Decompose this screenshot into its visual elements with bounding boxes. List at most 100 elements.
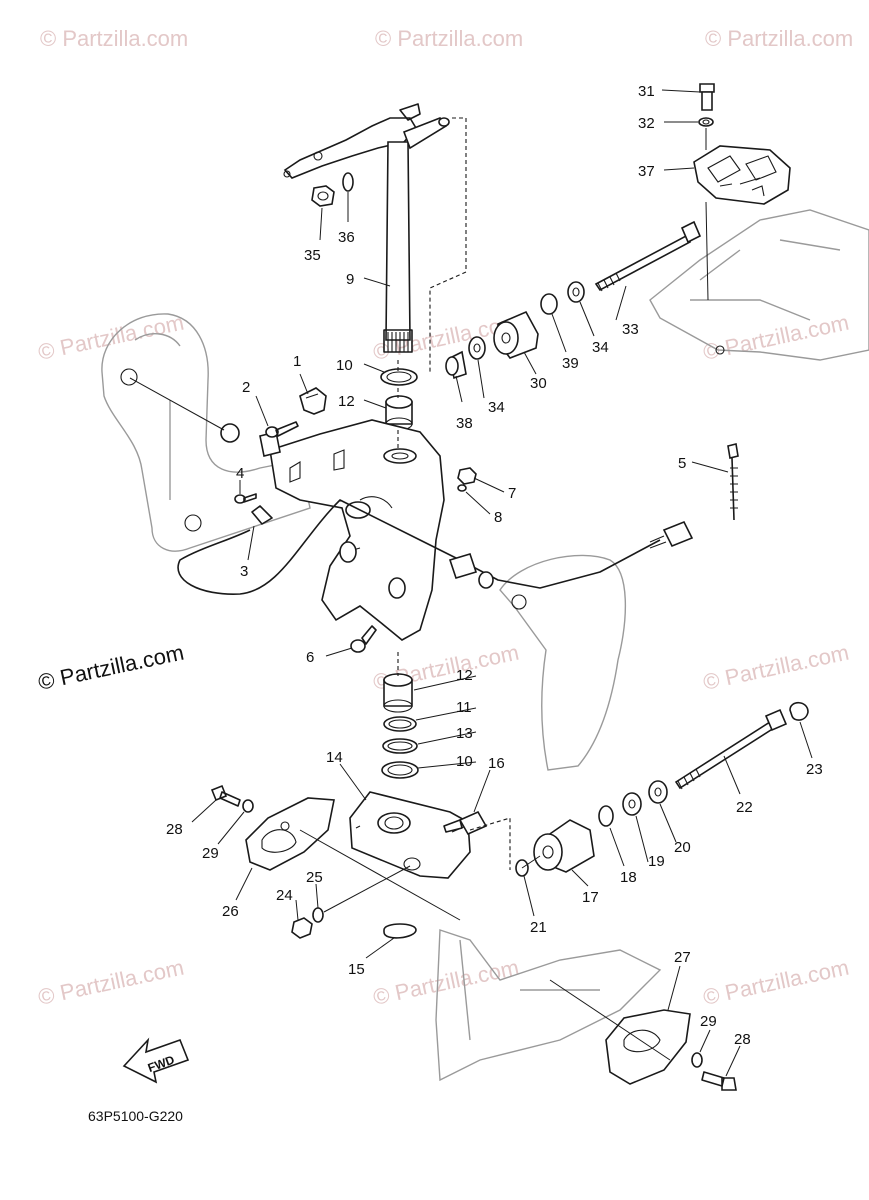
bolt-28-icon [210,784,241,807]
nut-35-icon [311,185,335,207]
callout-27: 27 [674,949,691,966]
washer-25-icon [312,907,324,923]
clamp-1-icon [299,387,327,415]
assembly-line [323,865,411,913]
watermark: © Partzilla.com [40,26,188,51]
callout-34: 34 [592,339,609,356]
watermark: © Partzilla.com [371,955,521,1010]
swivel-bracket-outline [134,333,181,500]
washer-18-icon [598,805,614,827]
arm-tab [399,103,421,121]
rubber-mount-17-icon [533,819,595,873]
washer-20-icon [648,780,668,804]
callout-16: 16 [488,755,505,772]
callout-5: 5 [678,455,686,472]
grommet-icon [448,553,478,579]
washer-hole [386,371,412,383]
callout-15: 15 [348,961,365,978]
callout-7: 7 [508,485,516,502]
washer-hole [654,787,662,797]
assembly-line [129,377,225,431]
watermark: © Partzilla.com [375,26,523,51]
washer-39-icon [540,293,558,315]
callout-6: 6 [306,649,314,666]
callout-3: 3 [240,563,248,580]
arm-hole [313,151,323,161]
callout-9: 9 [346,271,354,288]
bracket-hole [391,452,409,460]
wire-terminal [251,505,273,525]
bolt-28-icon [701,1071,737,1091]
callout-31: 31 [638,83,655,100]
callout-36: 36 [338,229,355,246]
callout-1: 1 [293,353,301,370]
callout-21: 21 [530,919,547,936]
bolt-16-icon [443,810,488,836]
mount-hole [511,594,527,610]
mount-hole [715,345,725,355]
callout-28: 28 [166,821,183,838]
callout-32: 32 [638,115,655,132]
bracket-hole [120,368,138,386]
cap-23-icon [789,701,809,721]
bracket-boss [388,577,406,599]
callout-30: 30 [530,375,547,392]
washer-hole [387,741,413,751]
swivel-bracket-outline [101,313,311,552]
callout-17: 17 [582,889,599,906]
bolt-6-icon [350,625,377,653]
callout-29: 29 [202,845,219,862]
wire-lead [349,504,661,589]
watermark: © Partzilla.com [36,955,186,1010]
callout-22: 22 [736,799,753,816]
watermark: © Partzilla.com [701,955,851,1010]
callout-19: 19 [648,853,665,870]
bolt-22-icon [674,708,788,790]
connector-icon [649,520,694,549]
bracket-boss [339,541,357,563]
callout-10: 10 [456,753,473,770]
washer-icon [478,571,494,589]
mount-bracket-14-icon [349,791,471,879]
ring-hole [388,719,412,729]
diagram-code: 63P5100-G220 [88,1108,183,1124]
lower-casing-outline [435,929,662,1082]
assembly-line [429,117,467,372]
washer-32-icon [698,117,714,127]
callout-28: 28 [734,1031,751,1048]
bracket-27-icon [605,1009,691,1085]
bracket-detail [289,449,345,483]
callout-labels: 1 2 3 4 5 6 7 8 9 10 12 12 11 13 10 14 1… [166,83,823,1048]
bushing-12-icon [385,395,413,431]
callout-14: 14 [326,749,343,766]
callout-33: 33 [622,321,639,338]
callout-12: 12 [456,667,473,684]
watermark: © Partzilla.com [701,310,851,365]
callout-29: 29 [700,1013,717,1030]
nut-7-icon [457,467,477,485]
copyright-notice: © Partzilla.com [36,640,186,695]
callout-24: 24 [276,887,293,904]
watermark: © Partzilla.com [701,640,851,695]
washer-hole [387,764,413,776]
callout-13: 13 [456,725,473,742]
watermark: © Partzilla.com [705,26,853,51]
nut-24-icon [291,917,313,939]
callout-11: 11 [456,699,472,716]
bolt-4-icon [234,493,257,504]
washer-8-icon [457,484,467,492]
upper-casing-outline [649,209,869,361]
bolt-2-icon [265,421,299,438]
wire-harness [177,499,351,595]
bolt-33-icon [594,220,702,292]
washer-icon [220,423,240,443]
callout-35: 35 [304,247,321,264]
assembly-line [705,128,709,301]
callout-18: 18 [620,869,637,886]
rubber-mount-30-icon [493,310,539,359]
washer-36-icon [342,172,354,192]
bracket-26-icon [245,797,335,871]
washer-29-icon [242,799,254,813]
callout-8: 8 [494,509,502,526]
watermark: © Partzilla.com [36,310,186,365]
